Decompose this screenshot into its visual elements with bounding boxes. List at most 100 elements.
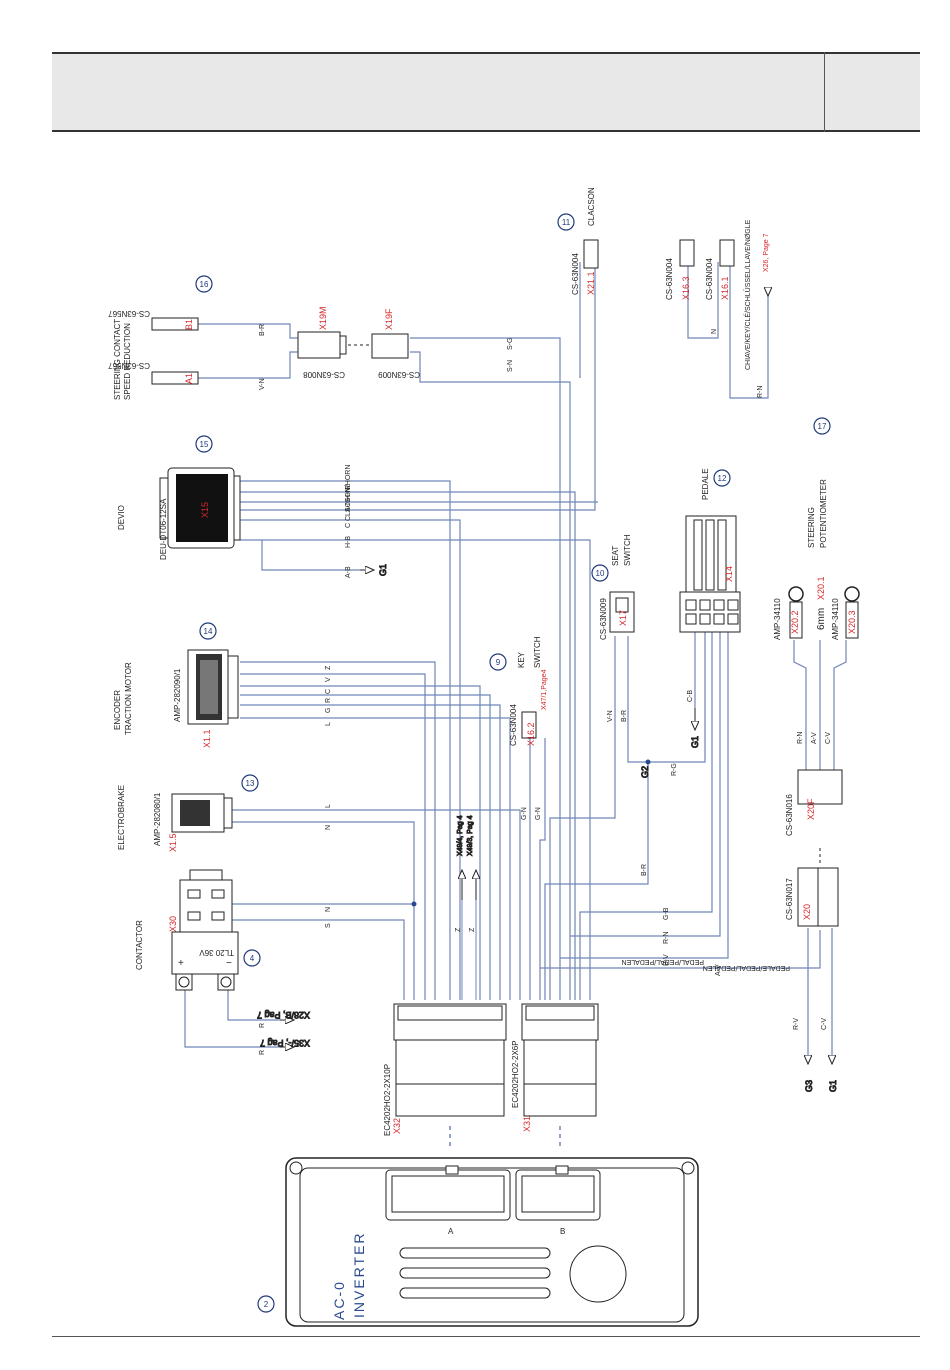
svg-text:10: 10 (596, 569, 605, 578)
wire-x19f-sn (410, 351, 571, 1000)
svg-text:G-N: G-N (535, 807, 542, 820)
svg-text:SPEED REDUCTION: SPEED REDUCTION (123, 323, 132, 400)
svg-text:−: − (226, 958, 232, 969)
svg-text:X15: X15 (200, 502, 210, 518)
svg-text:R: R (259, 1023, 266, 1028)
svg-text:CHIAVE/KEY/CLÉ/SCHLÜSSEL/LLAVE: CHIAVE/KEY/CLÉ/SCHLÜSSEL/LLAVE/NØGLE (743, 219, 752, 370)
svg-text:B-R: B-R (621, 710, 628, 722)
svg-text:X20: X20 (802, 904, 812, 920)
wire-pot-cv (833, 640, 847, 770)
wire-cont-s (232, 919, 405, 1000)
svg-text:14: 14 (204, 627, 213, 636)
svg-text:X21.1: X21.1 (586, 271, 596, 295)
wire-devio-hn (240, 491, 576, 1000)
ground-arrows: G1 G1 G2 G3 G1 X28/B, Pag 7 X35/-, Pag 7… (256, 563, 838, 1092)
wire-brake-n (228, 821, 415, 1000)
svg-text:B: B (560, 1227, 565, 1236)
wire-enc-z (240, 661, 436, 1000)
svg-text:B-R: B-R (641, 864, 648, 876)
svg-text:INVERTER: INVERTER (351, 1231, 367, 1318)
wire-x163 (687, 262, 719, 339)
svg-text:R-G: R-G (671, 763, 678, 776)
clacson: 11 CLACSON CS-63N004 X21.1 (557, 187, 599, 295)
svg-text:EC4202HO2-2X10P: EC4202HO2-2X10P (383, 1064, 392, 1136)
svg-text:R: R (325, 698, 332, 703)
svg-text:S-G: S-G (507, 338, 514, 350)
svg-text:X1.5: X1.5 (168, 833, 178, 852)
svg-text:DEU-DT06-12SA: DEU-DT06-12SA (159, 498, 168, 560)
wire-enc-c (240, 685, 481, 1000)
svg-text:PEDALE: PEDALE (701, 468, 710, 500)
svg-text:4: 4 (250, 954, 255, 963)
svg-text:S: S (325, 923, 332, 928)
svg-text:X16.3: X16.3 (681, 276, 691, 300)
svg-text:ELECTROBRAKE: ELECTROBRAKE (117, 785, 126, 850)
wires (184, 262, 847, 1060)
svg-text:S-N: S-N (507, 360, 514, 372)
svg-text:G1: G1 (828, 1080, 838, 1092)
svg-text:12: 12 (718, 474, 727, 483)
svg-text:R-N: R-N (663, 932, 670, 944)
svg-text:L: L (325, 722, 332, 726)
wire-ped-gb (579, 630, 713, 1000)
svg-text:ENCODER: ENCODER (113, 690, 122, 730)
connector-x32: EC4202HO2-2X10P X32 (383, 1003, 507, 1150)
svg-text:C-V: C-V (821, 1018, 828, 1030)
svg-text:SWITCH: SWITCH (623, 534, 632, 566)
svg-text:X49/4, Pag 4: X49/4, Pag 4 (457, 815, 464, 856)
svg-text:A-B: A-B (345, 566, 352, 578)
svg-text:C-V: C-V (825, 732, 832, 744)
svg-text:KEY: KEY (517, 651, 526, 668)
svg-text:CS-63N004: CS-63N004 (509, 704, 518, 746)
svg-text:6mm: 6mm (816, 608, 827, 630)
svg-text:G2: G2 (640, 766, 650, 778)
title-block (52, 52, 920, 132)
svg-text:X30: X30 (168, 916, 178, 932)
svg-text:DEVIO: DEVIO (117, 505, 126, 530)
title-block-divider (824, 52, 825, 132)
wire-enc-v (240, 673, 426, 1000)
svg-text:X26, Page 7: X26, Page 7 (763, 233, 770, 272)
wire-labels: B-R V-N S-G S-N N R-N R H-N S-N C CLACSO… (259, 324, 832, 1055)
svg-text:CS-63N004: CS-63N004 (571, 253, 580, 295)
svg-text:X16.1: X16.1 (720, 276, 730, 300)
svg-text:V-N: V-N (607, 710, 614, 722)
svg-text:X20.1: X20.1 (816, 576, 826, 600)
key-connectors: CS-63N004 X16.3 CS-63N004 X16.1 CHIAVE/K… (665, 219, 770, 370)
svg-text:N: N (325, 907, 332, 912)
svg-text:R-N: R-N (757, 386, 764, 398)
svg-text:CS-63N567: CS-63N567 (108, 309, 150, 318)
svg-text:R: R (345, 485, 352, 490)
wire-devio-ab (261, 540, 360, 571)
svg-text:AMP-282090/1: AMP-282090/1 (173, 668, 182, 722)
svg-text:CONTACTOR: CONTACTOR (135, 920, 144, 970)
wire-pot-rn (793, 640, 807, 770)
inverter: A B AC-0 INVERTER 2 (257, 1157, 699, 1327)
svg-text:V: V (325, 677, 332, 682)
wire-devio-hb (240, 539, 591, 1000)
svg-text:Z: Z (455, 927, 462, 932)
wire-ped-rg (648, 630, 706, 763)
svg-text:L: L (325, 804, 332, 808)
wire-ped-bv (560, 630, 729, 959)
svg-text:X1.1: X1.1 (202, 729, 212, 748)
contactor: TL20 36V + − 4 X30 CONTACTOR (135, 869, 261, 991)
svg-text:Z: Z (469, 927, 476, 932)
svg-text:B-R: B-R (259, 324, 266, 336)
wire-seat-vn (549, 636, 616, 1000)
wire-enc-l (240, 717, 511, 1000)
wire-b1 (198, 323, 298, 339)
svg-text:CS-63N004: CS-63N004 (665, 258, 674, 300)
svg-text:AMP-34110: AMP-34110 (773, 598, 782, 640)
electrobrake: 13 AMP-282080/1 X1.5 ELECTROBRAKE (117, 774, 259, 852)
svg-text:H-B: H-B (345, 536, 352, 548)
svg-text:17: 17 (818, 422, 827, 431)
svg-text:X19F: X19F (384, 308, 394, 330)
svg-text:A: A (448, 1227, 454, 1236)
svg-text:X35/-, Pag 7: X35/-, Pag 7 (260, 1038, 310, 1048)
wire-a1 (198, 351, 298, 379)
pedal: 12 PEDALE X14 (679, 468, 741, 633)
svg-text:15: 15 (200, 440, 209, 449)
